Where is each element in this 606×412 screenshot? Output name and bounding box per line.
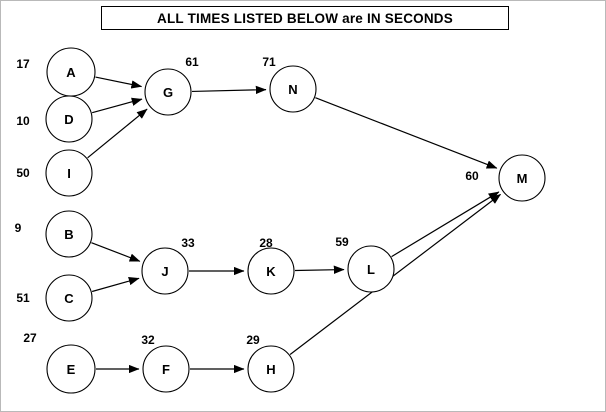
node-circle-e[interactable]	[46, 344, 96, 394]
page-title: ALL TIMES LISTED BELOW are IN SECONDS	[157, 10, 453, 26]
edge-d-to-g	[91, 97, 143, 114]
node-circle-b[interactable]	[45, 210, 93, 258]
node-label-h: H	[266, 362, 275, 377]
node-f[interactable]: F	[142, 345, 190, 393]
edge-b-to-j	[91, 242, 141, 262]
title-banner: ALL TIMES LISTED BELOW are IN SECONDS	[101, 6, 509, 30]
node-circle-i[interactable]	[45, 149, 93, 197]
node-m[interactable]: M	[498, 154, 546, 202]
node-circle-n[interactable]	[269, 65, 317, 113]
time-label-l: 59	[335, 235, 349, 249]
node-circle-d[interactable]	[45, 95, 93, 143]
time-label-n: 71	[262, 55, 276, 69]
time-label-d: 10	[16, 114, 30, 128]
node-k[interactable]: K	[247, 247, 295, 295]
node-label-m: M	[517, 171, 528, 186]
time-label-j: 33	[181, 236, 195, 250]
node-a[interactable]: A	[46, 47, 96, 97]
node-label-c: C	[64, 291, 74, 306]
node-circle-g[interactable]	[144, 68, 192, 116]
time-label-c: 51	[16, 291, 30, 305]
node-circle-c[interactable]	[45, 274, 93, 322]
time-labels-layer: 17 10 50 61 71 60 9 51 33 28 59 27 32 29	[15, 55, 479, 347]
node-l[interactable]: L	[347, 245, 395, 293]
node-label-g: G	[163, 85, 173, 100]
time-label-f: 32	[141, 333, 155, 347]
node-d[interactable]: D	[45, 95, 93, 143]
node-circle-l[interactable]	[347, 245, 395, 293]
node-label-a: A	[66, 65, 76, 80]
edge-k-to-l	[294, 265, 345, 274]
node-label-f: F	[162, 362, 170, 377]
time-label-a: 17	[16, 57, 30, 71]
edge-c-to-j	[91, 277, 140, 293]
nodes-layer: A D I G N M B C J K L E F H	[45, 47, 546, 394]
time-label-e: 27	[23, 331, 37, 345]
edge-h-to-m	[289, 193, 501, 355]
node-circle-f[interactable]	[142, 345, 190, 393]
node-circle-m[interactable]	[498, 154, 546, 202]
edges-layer	[87, 76, 501, 374]
node-h[interactable]: H	[247, 345, 295, 393]
node-e[interactable]: E	[46, 344, 96, 394]
node-i[interactable]: I	[45, 149, 93, 197]
node-label-n: N	[288, 82, 297, 97]
edge-l-to-m	[391, 191, 500, 258]
time-label-b: 9	[15, 221, 22, 235]
node-c[interactable]: C	[45, 274, 93, 322]
edge-i-to-g	[87, 108, 148, 159]
node-circle-k[interactable]	[247, 247, 295, 295]
node-label-e: E	[67, 362, 76, 377]
time-label-i: 50	[16, 166, 30, 180]
edge-a-to-g	[95, 76, 143, 89]
node-circle-h[interactable]	[247, 345, 295, 393]
node-b[interactable]: B	[45, 210, 93, 258]
node-g[interactable]: G	[144, 68, 192, 116]
time-label-h: 29	[246, 333, 260, 347]
node-n[interactable]: N	[269, 65, 317, 113]
node-label-d: D	[64, 112, 73, 127]
node-label-i: I	[67, 166, 71, 181]
node-circle-j[interactable]	[141, 247, 189, 295]
node-label-j: J	[161, 264, 168, 279]
edge-g-to-n	[191, 85, 267, 95]
time-label-k: 28	[259, 236, 273, 250]
edge-n-to-m	[315, 97, 498, 169]
node-label-k: K	[266, 264, 276, 279]
node-label-l: L	[367, 262, 375, 277]
time-label-g: 61	[185, 55, 199, 69]
node-label-b: B	[64, 227, 73, 242]
node-j[interactable]: J	[141, 247, 189, 295]
time-label-m: 60	[465, 169, 479, 183]
